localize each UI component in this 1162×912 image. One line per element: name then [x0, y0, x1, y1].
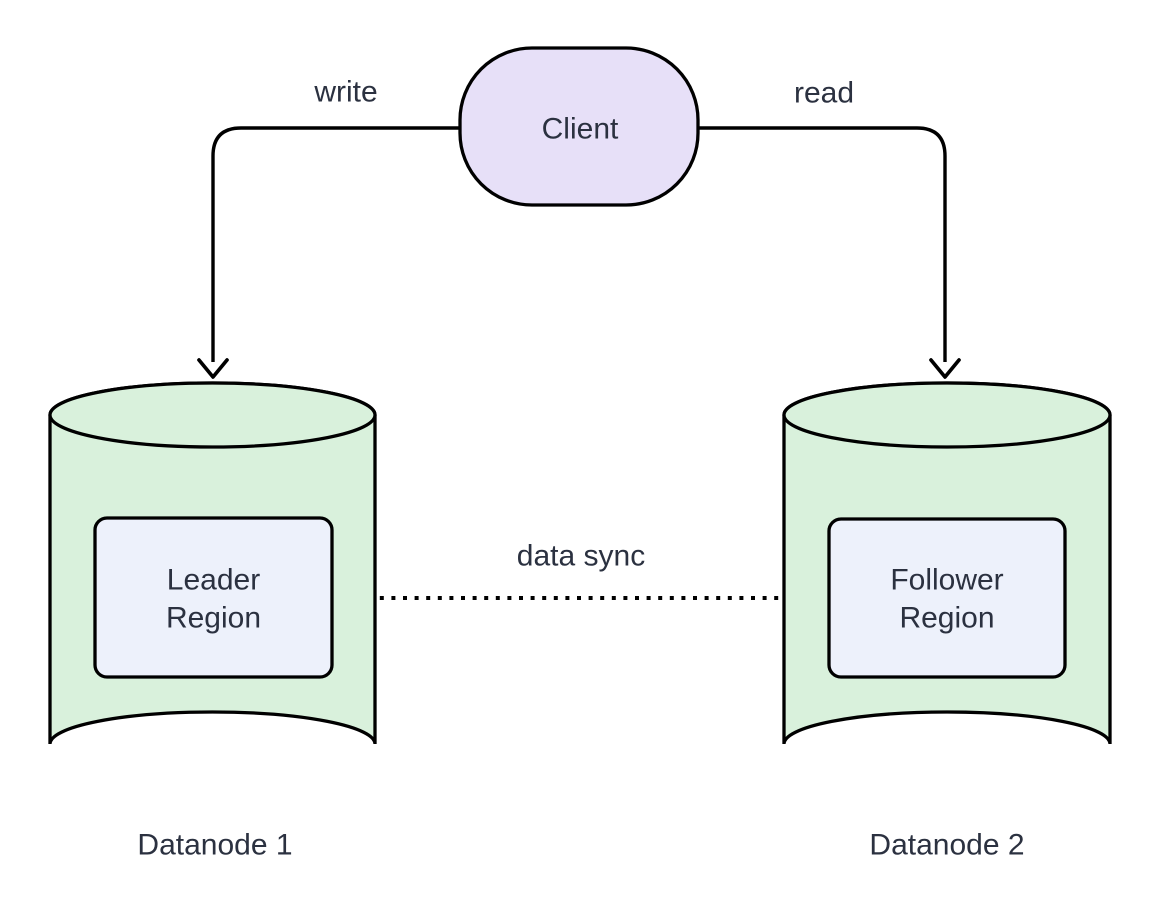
client-node	[458, 46, 700, 207]
write-arrowhead-icon	[197, 358, 229, 379]
leader-region-label-line1: Leader	[167, 564, 260, 597]
datanode2-caption: Datanode 2	[869, 829, 1024, 862]
write-edge	[211, 126, 460, 362]
read-edge-label: read	[794, 77, 854, 110]
write-edge-label: write	[313, 76, 377, 109]
datanode1-caption: Datanode 1	[137, 829, 292, 862]
follower-region-box	[827, 517, 1067, 679]
read-edge	[698, 126, 947, 362]
datanode2-cylinder-top	[782, 381, 1112, 449]
leader-region-box	[93, 516, 334, 679]
follower-region-label-line2: Region	[899, 602, 994, 635]
datanode1-cylinder-top	[48, 381, 377, 449]
read-arrowhead-icon	[929, 358, 961, 379]
leader-region-label-line2: Region	[166, 602, 261, 635]
data-sync-edge-label: data sync	[517, 540, 645, 573]
client-node-label: Client	[542, 113, 619, 146]
follower-region-label-line1: Follower	[890, 564, 1003, 597]
